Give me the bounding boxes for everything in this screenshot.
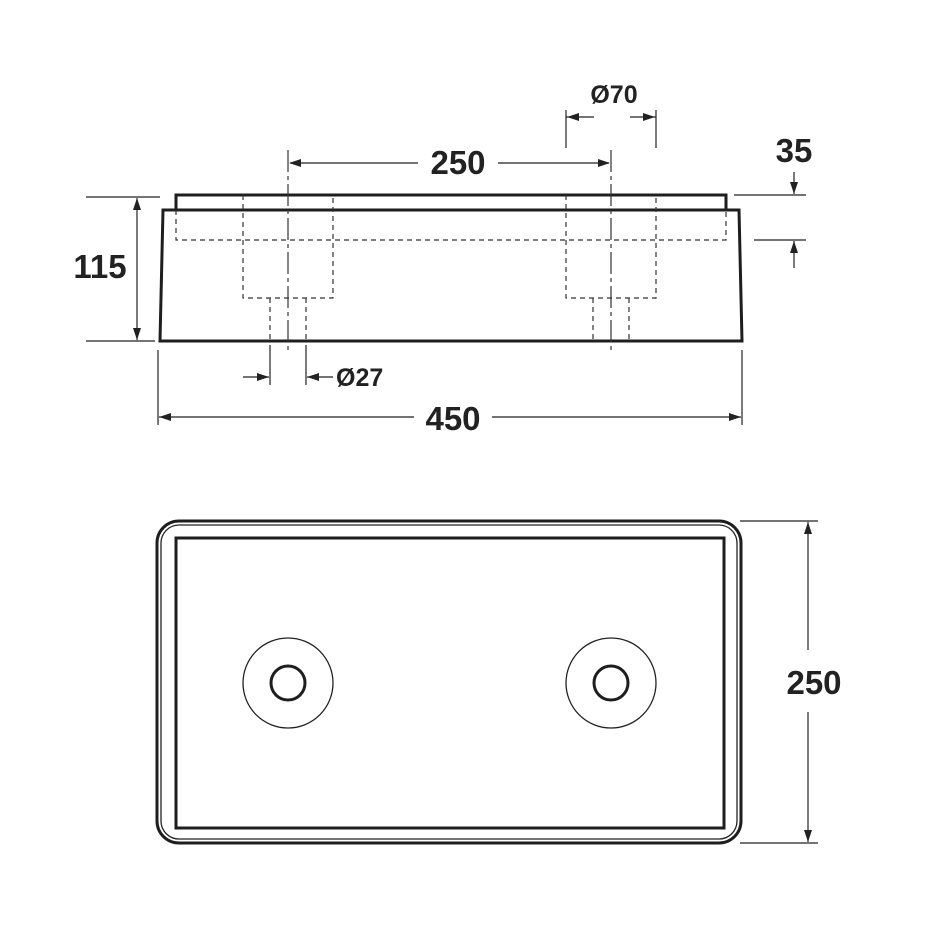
arrow-icon	[159, 413, 171, 421]
top-view	[155, 519, 743, 845]
top-view-outer-outline	[155, 519, 743, 845]
arrow-icon	[307, 373, 319, 381]
arrow-icon	[729, 413, 741, 421]
left-counterbore-circle	[242, 637, 334, 729]
hole-spacing-label: 250	[430, 144, 485, 181]
dim-counterbore: Ø70	[565, 81, 657, 148]
counterbore-diameter-label: Ø70	[590, 81, 637, 109]
front-view	[158, 150, 744, 352]
right-hole-hidden	[592, 298, 630, 341]
front-view-body-outline	[158, 193, 744, 343]
arrow-icon	[804, 830, 812, 842]
arrow-icon	[790, 182, 798, 194]
dim-length: 450	[157, 350, 743, 437]
top-step-label: 35	[776, 132, 813, 169]
arrow-icon	[133, 328, 141, 340]
arrow-icon	[643, 113, 655, 121]
arrow-icon	[567, 113, 579, 121]
arrow-icon	[598, 159, 610, 167]
arrow-icon	[257, 373, 269, 381]
arrow-icon	[133, 198, 141, 210]
dim-top-step: 35	[734, 132, 812, 268]
left-hole-circle	[269, 664, 307, 702]
dim-hole: Ø27	[243, 345, 383, 392]
dim-hole-spacing: 250	[289, 144, 610, 181]
front-view-hidden-recess	[175, 210, 727, 241]
height-label: 115	[73, 248, 126, 285]
dim-height: 115	[73, 196, 160, 342]
top-view-top-face	[174, 536, 726, 830]
dim-width: 250	[740, 520, 842, 844]
length-label: 450	[425, 400, 480, 437]
right-hole-circle	[592, 664, 630, 702]
top-view-chamfer-line	[160, 524, 738, 840]
width-label: 250	[786, 664, 841, 701]
left-hole-hidden	[269, 298, 307, 341]
right-counterbore-circle	[565, 637, 657, 729]
arrow-icon	[790, 241, 798, 253]
arrow-icon	[804, 522, 812, 534]
arrow-icon	[289, 159, 301, 167]
hole-diameter-label: Ø27	[336, 364, 383, 392]
